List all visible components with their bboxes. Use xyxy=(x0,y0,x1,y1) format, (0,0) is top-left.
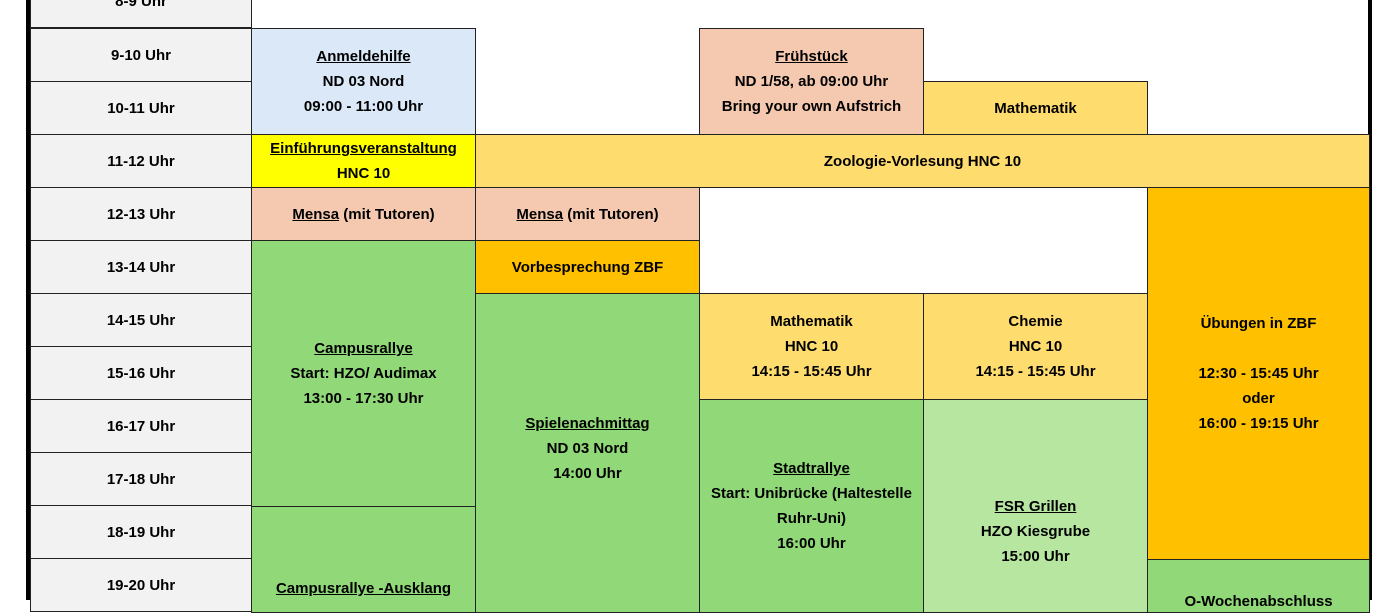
event-title: Zoologie-Vorlesung HNC 10 xyxy=(823,152,1022,170)
time-cell: 10-11 Uhr xyxy=(30,81,252,135)
event-location: HZO Kiesgrube xyxy=(980,523,1091,540)
event-mensa: Mensa (mit Tutoren) xyxy=(475,187,700,241)
time-cell: 18-19 Uhr xyxy=(30,505,252,559)
time-cell: 15-16 Uhr xyxy=(30,346,252,400)
event-chemie: Chemie HNC 10 14:15 - 15:45 Uhr xyxy=(923,293,1148,400)
table-frame-right xyxy=(1368,0,1372,600)
time-label: 8-9 Uhr xyxy=(115,0,167,10)
event-mathematik-hnc: Mathematik HNC 10 14:15 - 15:45 Uhr xyxy=(699,293,924,400)
event-location: Start: HZO/ Audimax xyxy=(290,365,437,382)
event-title: Campusrallye -Ausklang xyxy=(275,580,452,597)
event-location: ND 03 Nord xyxy=(322,73,405,90)
event-time: 14:15 - 15:45 Uhr xyxy=(751,363,872,380)
event-time: 15:00 Uhr xyxy=(1001,548,1070,565)
time-cell: 9-10 Uhr xyxy=(30,28,252,82)
event-mathematik-morning: Mathematik xyxy=(923,81,1148,135)
event-note: Bring your own Aufstrich xyxy=(721,98,902,115)
event-campusrallye: Campusrallye Start: HZO/ Audimax 13:00 -… xyxy=(251,240,476,507)
event-location: ND 1/58, ab 09:00 Uhr xyxy=(734,73,889,90)
event-zoologie: Zoologie-Vorlesung HNC 10 xyxy=(475,134,1370,188)
time-label: 10-11 Uhr xyxy=(107,99,175,117)
event-title: Chemie xyxy=(1008,313,1063,330)
time-label: 16-17 Uhr xyxy=(106,417,176,435)
event-note: (mit Tutoren) xyxy=(563,205,659,223)
event-location: ND 03 Nord xyxy=(546,440,629,457)
time-label: 12-13 Uhr xyxy=(106,205,176,223)
event-title: Frühstück xyxy=(775,48,848,65)
event-time: 14:15 - 15:45 Uhr xyxy=(975,363,1096,380)
event-mensa: Mensa (mit Tutoren) xyxy=(251,187,476,241)
time-cell: 17-18 Uhr xyxy=(30,452,252,506)
event-time: 16:00 - 19:15 Uhr xyxy=(1198,415,1319,432)
event-einfuehrung: Einführungsveranstaltung HNC 10 xyxy=(251,134,476,188)
event-note: oder xyxy=(1242,390,1275,407)
time-label: 13-14 Uhr xyxy=(106,258,176,276)
time-label: 14-15 Uhr xyxy=(106,311,176,329)
time-cell: 13-14 Uhr xyxy=(30,240,252,294)
time-label: 15-16 Uhr xyxy=(106,364,176,382)
event-title: O-Wochenabschluss xyxy=(1184,593,1333,610)
event-title: Mensa xyxy=(292,205,340,223)
event-title: Mathematik xyxy=(994,99,1077,117)
event-title: Mathematik xyxy=(770,313,853,330)
table-frame-left xyxy=(26,0,30,600)
event-title: Mensa xyxy=(516,205,564,223)
event-title: Campusrallye xyxy=(314,340,413,357)
event-time: 13:00 - 17:30 Uhr xyxy=(303,390,424,407)
event-location: HNC 10 xyxy=(1008,338,1063,355)
time-cell: 16-17 Uhr xyxy=(30,399,252,453)
event-o-wochenabschluss: O-Wochenabschluss xyxy=(1147,559,1370,613)
event-time: 14:00 Uhr xyxy=(553,465,622,482)
event-title: Spielenachmittag xyxy=(525,415,650,432)
time-cell: 12-13 Uhr xyxy=(30,187,252,241)
event-anmeldehilfe: Anmeldehilfe ND 03 Nord 09:00 - 11:00 Uh… xyxy=(251,28,476,135)
event-title: Übungen in ZBF xyxy=(1200,315,1317,332)
event-title: Einführungsveranstaltung xyxy=(270,140,457,157)
event-location: Ruhr-Uni) xyxy=(776,510,847,527)
event-fruehstueck: Frühstück ND 1/58, ab 09:00 Uhr Bring yo… xyxy=(699,28,924,135)
event-note: (mit Tutoren) xyxy=(339,205,435,223)
time-label: 9-10 Uhr xyxy=(110,46,172,64)
event-spielenachmittag: Spielenachmittag ND 03 Nord 14:00 Uhr xyxy=(475,293,700,613)
event-time: 16:00 Uhr xyxy=(777,535,846,552)
event-location: HNC 10 xyxy=(336,165,391,182)
time-cell: 11-12 Uhr xyxy=(30,134,252,188)
time-label: 19-20 Uhr xyxy=(106,576,176,594)
event-time: 09:00 - 11:00 Uhr xyxy=(303,98,424,115)
event-title: Vorbesprechung ZBF xyxy=(511,258,664,276)
time-label: 11-12 Uhr xyxy=(107,152,175,170)
event-uebungen: Übungen in ZBF 12:30 - 15:45 Uhr oder 16… xyxy=(1147,187,1370,560)
event-location: HNC 10 xyxy=(784,338,839,355)
event-campusrallye-ausklang: Campusrallye -Ausklang xyxy=(251,506,476,613)
event-title: FSR Grillen xyxy=(994,498,1077,515)
event-time: 12:30 - 15:45 Uhr xyxy=(1198,365,1319,382)
event-title: Anmeldehilfe xyxy=(316,48,411,65)
event-location: Start: Unibrücke (Haltestelle xyxy=(711,485,912,502)
event-fsr-grillen: FSR Grillen HZO Kiesgrube 15:00 Uhr xyxy=(923,399,1148,613)
time-label: 18-19 Uhr xyxy=(106,523,176,541)
time-cell: 8-9 Uhr xyxy=(30,0,252,28)
time-cell: 19-20 Uhr xyxy=(30,558,252,612)
event-title: Stadtrallye xyxy=(773,460,850,477)
event-vorbesprechung: Vorbesprechung ZBF xyxy=(475,240,700,294)
event-stadtrallye: Stadtrallye Start: Unibrücke (Haltestell… xyxy=(699,399,924,613)
time-cell: 14-15 Uhr xyxy=(30,293,252,347)
time-label: 17-18 Uhr xyxy=(106,470,176,488)
